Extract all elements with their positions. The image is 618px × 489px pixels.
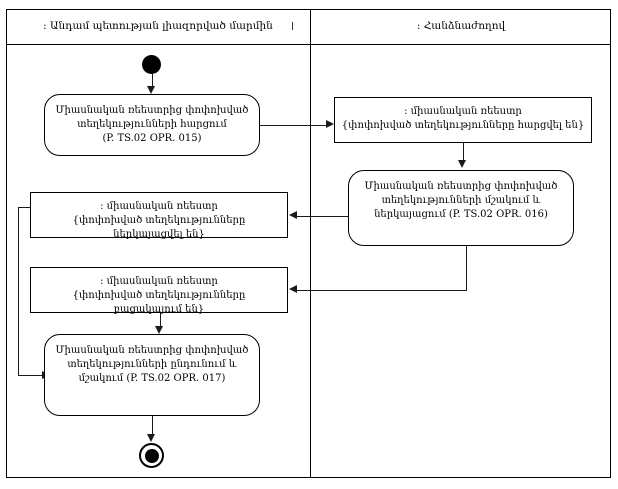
activity-node-016-label: Միասնական ռեեստրից փոփոխված տեղեկություն…	[364, 181, 558, 220]
object-node-queried-label: : միասնական ռեեստր {փոփոխված տեղեկությու…	[341, 106, 585, 131]
edge-object-queried-to-activity-016-arrowhead	[458, 160, 466, 168]
edge-activity-016-to-object-presented-line	[297, 215, 348, 217]
activity-node-017[interactable]: Միասնական ռեեստրից փոփոխված տեղեկություն…	[44, 334, 260, 416]
edge-object-presented-to-activity-017-bottom	[18, 375, 43, 376]
swimlane-divider	[310, 9, 311, 478]
swimlane-header-rule	[6, 44, 611, 45]
edge-activity-016-to-object-absent-horizontal	[297, 289, 467, 291]
swimlane-frame	[6, 9, 611, 478]
edge-object-absent-to-activity-017-arrowhead	[155, 326, 163, 334]
object-node-absent-label: : միասնական ռեեստր {փոփոխված տեղեկությու…	[72, 276, 246, 315]
edge-initial-to-activity-015-arrowhead	[147, 86, 155, 94]
swimlane-header-commission: : Հանձնաժողով	[416, 20, 506, 32]
final-node	[139, 443, 164, 468]
edge-activity-016-to-object-absent-vertical	[466, 246, 467, 290]
activity-node-015[interactable]: Միասնական ռեեստրից փոփոխված տեղեկություն…	[44, 94, 260, 156]
edge-activity-016-to-object-presented-arrowhead	[289, 211, 297, 219]
edge-object-presented-to-activity-017-vertical	[18, 206, 19, 376]
activity-node-016[interactable]: Միասնական ռեեստրից փոփոխված տեղեկություն…	[348, 170, 574, 246]
object-node-absent[interactable]: : միասնական ռեեստր {փոփոխված տեղեկությու…	[30, 267, 288, 315]
edge-activity-015-to-object-queried-line	[260, 124, 327, 126]
edge-initial-to-activity-015-line	[151, 74, 153, 88]
edge-activity-017-to-final-arrowhead	[147, 434, 155, 442]
edge-object-queried-to-activity-016-line	[462, 143, 464, 162]
edge-object-absent-to-activity-017-line	[159, 313, 161, 328]
initial-node	[142, 55, 161, 74]
edge-activity-016-to-object-absent-arrowhead	[289, 285, 297, 293]
header-tick-mark	[292, 22, 293, 30]
object-node-presented-label: : միասնական ռեեստր {փոփոխված տեղեկությու…	[72, 201, 246, 240]
object-node-queried[interactable]: : միասնական ռեեստր {փոփոխված տեղեկությու…	[334, 97, 592, 143]
object-node-presented[interactable]: : միասնական ռեեստր {փոփոխված տեղեկությու…	[30, 192, 288, 240]
edge-object-presented-to-activity-017-top	[18, 206, 30, 208]
activity-node-015-label: Միասնական ռեեստրից փոփոխված տեղեկություն…	[55, 105, 249, 144]
edge-activity-015-to-object-queried-arrowhead	[326, 120, 334, 128]
activity-node-017-label: Միասնական ռեեստրից փոփոխված տեղեկություն…	[55, 345, 249, 384]
edge-activity-017-to-final-line	[151, 416, 153, 436]
swimlane-header-member-state: : Անդամ պետության լիազորված մարմին	[43, 20, 273, 32]
